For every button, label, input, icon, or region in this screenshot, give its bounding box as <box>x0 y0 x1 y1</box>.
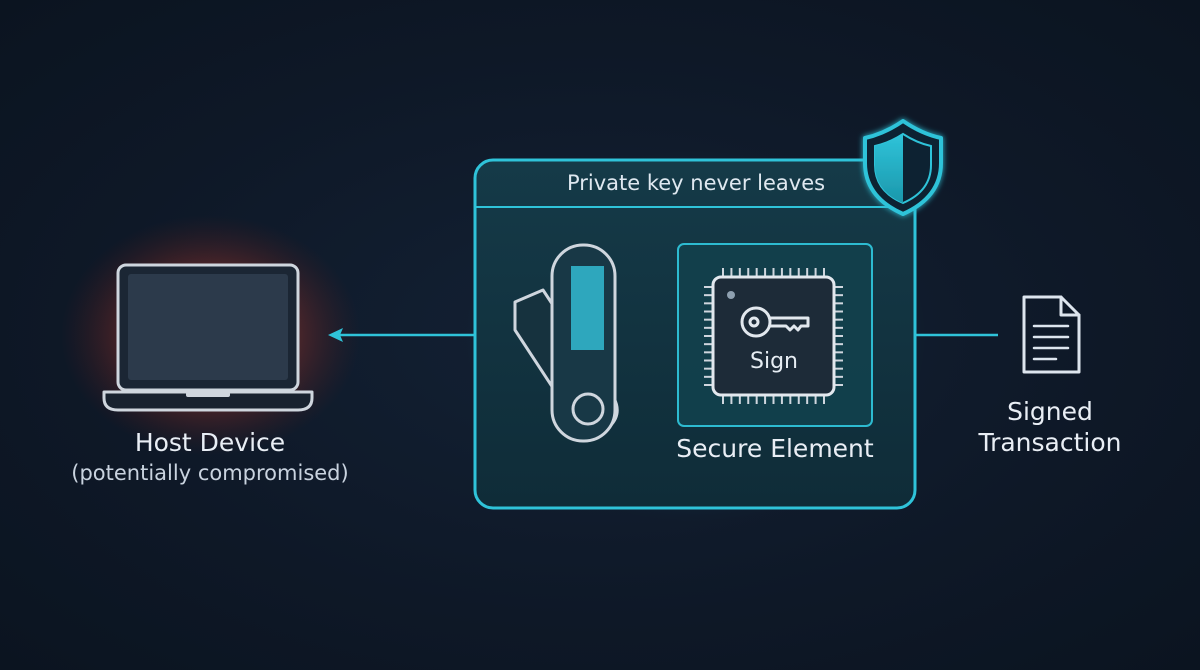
signed-transaction-line1: Signed <box>1007 397 1093 426</box>
signed-transaction-line2: Transaction <box>978 428 1122 458</box>
secure-element-label: Secure Element <box>676 434 874 463</box>
secure-element-group <box>677 243 873 427</box>
host-device-subtitle: (potentially compromised) <box>71 461 349 485</box>
laptop-screen <box>128 274 288 380</box>
chip-action-label: Sign <box>750 349 798 374</box>
laptop-notch <box>186 392 230 397</box>
chip-body <box>711 275 836 397</box>
chip-dot <box>727 291 735 299</box>
host-device-title: Host Device <box>134 428 286 457</box>
wallet-button-icon <box>571 392 605 426</box>
shield-icon <box>863 119 943 216</box>
arrow-head-icon <box>328 328 343 342</box>
document-icon <box>1022 295 1081 374</box>
laptop-group <box>60 215 360 455</box>
vault-caption: Private key never leaves <box>566 171 826 195</box>
wallet-screen <box>571 266 604 350</box>
hardware-wallet-icon <box>513 243 619 443</box>
key-icon <box>740 306 810 338</box>
laptop-base <box>102 390 314 412</box>
signed-transaction-label: Signed Transaction <box>940 396 1160 459</box>
